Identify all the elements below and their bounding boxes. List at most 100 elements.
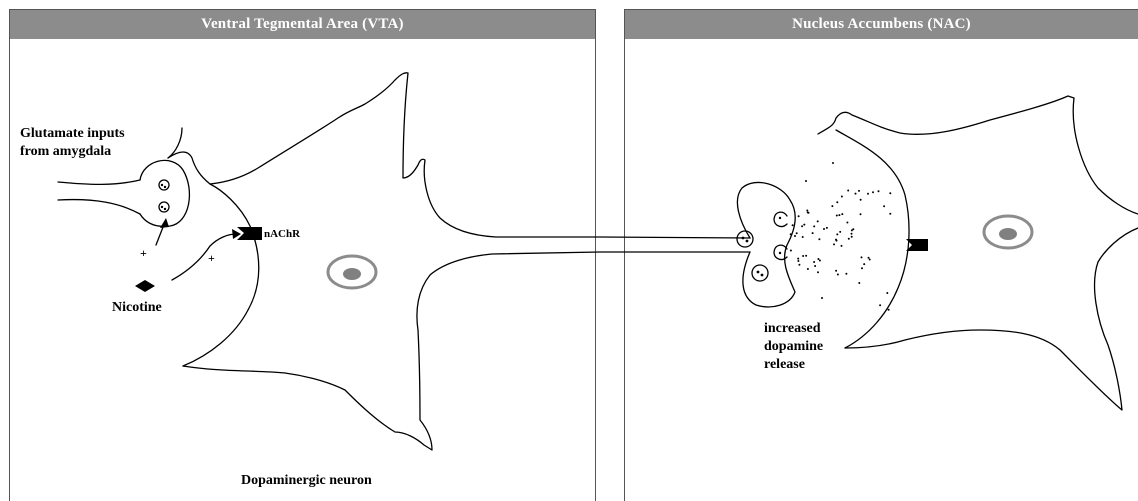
nachr-receptor (237, 227, 262, 240)
dopamine-particle (823, 228, 825, 230)
vta-nucleus-core (343, 268, 361, 280)
nicotine-label: Nicotine (112, 300, 162, 315)
vta-neuron-axon-bottom (183, 252, 750, 450)
dopamine-particle (798, 215, 800, 217)
dopamine-particle (889, 192, 891, 194)
dopamine-particle (796, 232, 798, 234)
nac-neuron-membrane (818, 96, 1138, 214)
vesicle-dot (164, 186, 166, 188)
dopamine-particle (848, 238, 850, 240)
dopamine-particle (832, 162, 834, 164)
glutamate-axon-bottom (58, 200, 140, 214)
dopamine-particle (826, 227, 828, 229)
dopamine-particle (803, 224, 805, 226)
dopamine-particle (861, 256, 863, 258)
glutamate-axon-top (58, 180, 140, 184)
plus-sign: + (140, 246, 147, 260)
dopamine-particle (858, 282, 860, 284)
dopamine-particle (817, 258, 819, 260)
dopamine-vesicle (737, 231, 753, 247)
dopamine-particle (818, 238, 820, 240)
glutamate-label-line2: from amygdala (20, 144, 111, 159)
release-label-line2: dopamine (764, 339, 823, 354)
dopamine-particle (807, 268, 809, 270)
dopamine-particle (836, 215, 838, 217)
vesicle-dot (161, 184, 163, 186)
nac-neuron-bottom (845, 228, 1138, 410)
nachr-label: nAChR (264, 228, 301, 240)
release-label-line1: increased (764, 321, 821, 336)
nac-nucleus-core (999, 228, 1017, 240)
dopamine-particle (835, 239, 837, 241)
dopamine-particle (790, 250, 792, 252)
dopamine-particle (869, 259, 871, 261)
dopamine-particle (813, 261, 815, 263)
dopamine-particle (889, 213, 891, 215)
dopamine-particle (836, 201, 838, 203)
dopamine-particle (852, 228, 854, 230)
dopamine-particle (812, 232, 814, 234)
dopamine-receptor (906, 239, 928, 251)
vesicle-dot (779, 217, 781, 219)
vesicle-dot (779, 252, 781, 254)
dopamine-particle (841, 213, 843, 215)
dopamine-vesicle (752, 265, 768, 281)
dopamine-particle (837, 274, 839, 276)
dopamine-particle (888, 309, 890, 311)
dopamine-particle (806, 210, 808, 212)
dopamine-particle (817, 271, 819, 273)
vta-neuron-left-edge (183, 184, 259, 366)
glutamate-vesicle (159, 180, 169, 190)
release-label-line3: release (764, 357, 805, 372)
dopamine-particle (872, 191, 874, 193)
dopamine-particle-cloud (790, 162, 892, 311)
vta-neuron-membrane (168, 73, 750, 238)
dopamine-particle (805, 180, 807, 182)
dopamine-particle (802, 255, 804, 257)
dopamine-particle (851, 236, 853, 238)
dopamine-particle (841, 245, 843, 247)
dopamine-particle (802, 236, 804, 238)
dopamine-particle (792, 224, 794, 226)
dopamine-particle (851, 233, 853, 235)
dopamine-particle (868, 257, 870, 259)
dopamine-particle (860, 199, 862, 201)
dopamine-particle (839, 231, 841, 233)
releasing-vesicle (774, 212, 787, 226)
nicotine-molecule (135, 280, 155, 292)
vesicle-dot (164, 208, 166, 210)
dopamine-particle (841, 196, 843, 198)
dopamine-particle (838, 214, 840, 216)
dopamine-particle (798, 264, 800, 266)
dopamine-particle (847, 190, 849, 192)
glutamate-label-line1: Glutamate inputs (20, 126, 125, 141)
vesicle-dot (161, 206, 163, 208)
dopamine-particle (879, 304, 881, 306)
dopamine-particle (833, 243, 835, 245)
dopamine-particle (858, 190, 860, 192)
dopamine-particle (855, 193, 857, 195)
glutamate-vesicle (159, 202, 169, 212)
dopaminergic-neuron-label: Dopaminergic neuron (241, 473, 372, 488)
nac-neuron-left-edge (836, 130, 909, 348)
dopamine-particle (805, 255, 807, 257)
dopamine-particle (817, 220, 819, 222)
dopamine-particle (813, 225, 815, 227)
vesicle-dot (742, 237, 745, 240)
dopamine-particle (867, 193, 869, 195)
dopamine-particle (860, 213, 862, 215)
dopamine-particle (863, 263, 865, 265)
dopamine-particle (883, 205, 885, 207)
dopamine-particle (846, 222, 848, 224)
dopamine-particle (845, 273, 847, 275)
dopamine-particle (797, 258, 799, 260)
dopamine-particle (878, 190, 880, 192)
dopamine-particle (807, 212, 809, 214)
vesicle-dot (761, 274, 764, 277)
dopamine-particle (861, 267, 863, 269)
nac-presynaptic-terminal (737, 182, 795, 306)
dopamine-particle (831, 205, 833, 207)
dopamine-particle (794, 235, 796, 237)
dopamine-particle (819, 260, 821, 262)
